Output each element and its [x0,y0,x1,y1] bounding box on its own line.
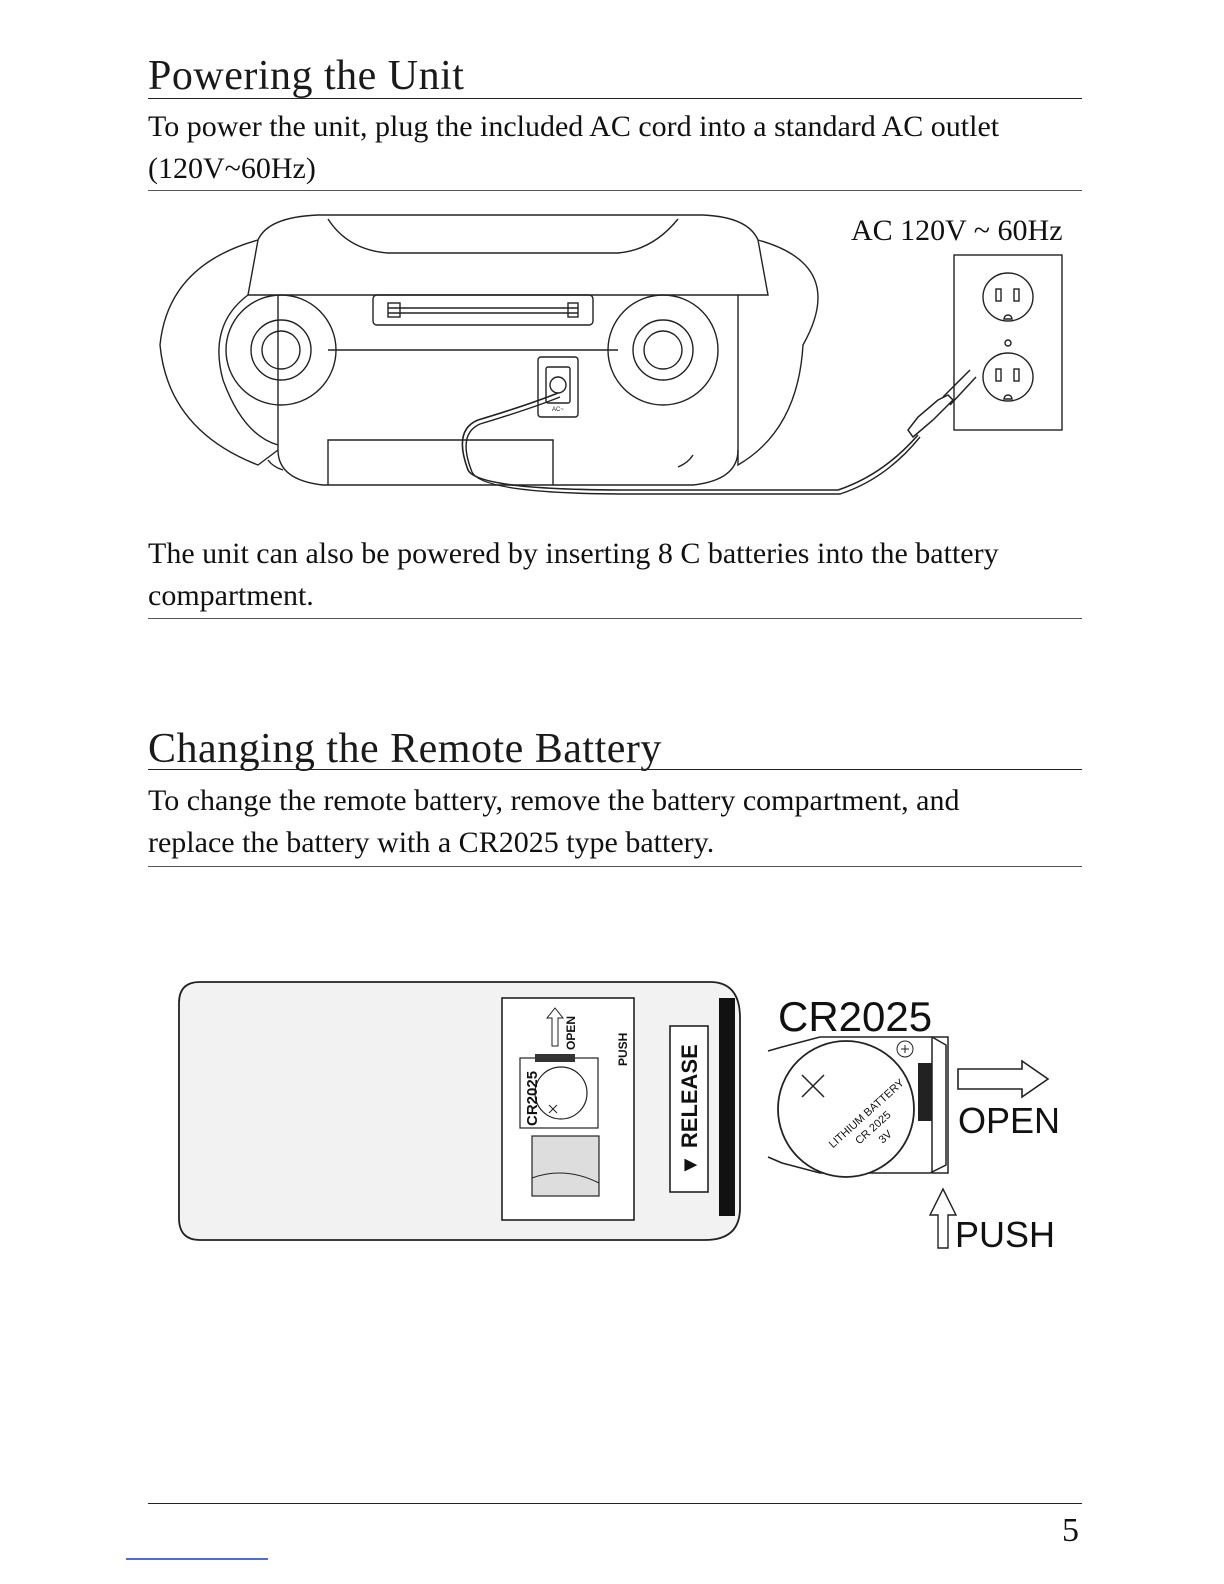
powering-intro-line2: (120V~60Hz) [148,152,316,185]
ac-jack [537,356,579,418]
battery-power-paragraph: The unit can also be powered by insertin… [148,533,1088,617]
remote-body [178,981,741,1241]
small-open-label: OPEN [564,1016,578,1050]
small-model-label: CR2025 [524,1071,541,1126]
boombox-ac-illustration: AC~ AC 120V ~ 60Hz [159,214,1063,495]
antenna-slot [372,294,594,326]
power-plug [907,369,977,439]
left-speaker-bulge [159,239,279,466]
battery-power-line2: compartment. [148,579,314,612]
coin-cell-small [534,1066,588,1120]
small-push-label: PUSH [616,1033,630,1066]
page-number: 5 [1062,1512,1079,1549]
push-arrow-icon [928,1187,958,1249]
powering-intro-line1: To power the unit, plug the included AC … [148,110,1000,143]
section-title-powering: Powering the Unit [148,53,465,99]
wall-outlet [953,254,1063,431]
battery-power-line1: The unit can also be powered by insertin… [148,537,999,570]
remote-back-illustration: CR2025 OPEN PUSH ▼ RELEASE [178,981,741,1241]
remote-battery-paragraph: To change the remote battery, remove the… [148,780,1088,864]
open-label: OPEN [958,1100,1060,1141]
outlet-label: AC 120V ~ 60Hz [851,214,1063,247]
right-speaker-outer [607,294,719,406]
remote-battery-line1: To change the remote battery, remove the… [148,784,960,817]
boombox-body [247,214,769,296]
release-label: ▼ RELEASE [677,1044,702,1176]
right-speaker-bulge [737,239,819,467]
jack-label: AC~ [552,407,564,413]
title-rule [148,769,1082,770]
coin-battery-illustration: CR2025 LITHIUM BATTERY CR 2025 3V OPEN P… [767,993,1060,1255]
battery-model-label: CR2025 [778,993,932,1040]
left-speaker-outer [225,294,337,406]
coin-cell [777,1040,915,1178]
open-arrow-icon [957,1059,1050,1099]
powering-intro: To power the unit, plug the included AC … [148,106,1088,190]
page-edge-mark [126,1558,268,1560]
paragraph-rule [148,618,1082,619]
paragraph-rule [148,190,1082,191]
remote-battery-line2: replace the battery with a CR2025 type b… [148,826,715,859]
push-label: PUSH [955,1214,1055,1255]
release-button [669,1025,709,1193]
title-rule [148,98,1082,99]
footer-rule [148,1503,1082,1504]
section-title-remote-battery: Changing the Remote Battery [148,726,662,772]
paragraph-rule [148,866,1082,867]
